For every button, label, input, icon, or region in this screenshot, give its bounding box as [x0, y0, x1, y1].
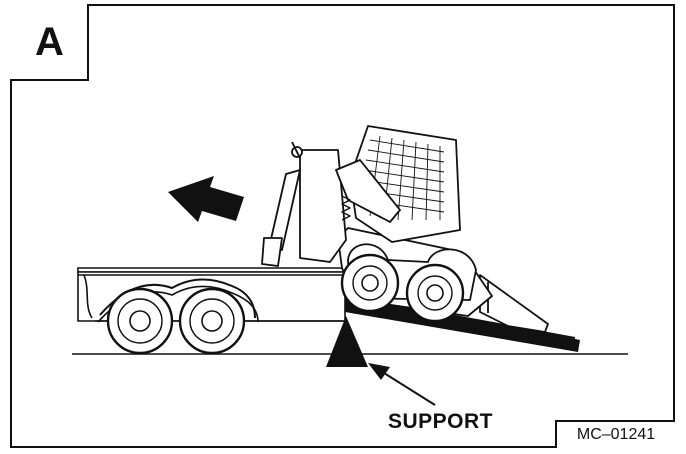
trailer-wheel-rear	[180, 289, 244, 353]
trailer-wheel-front	[108, 289, 172, 353]
loader-wheel-front	[342, 255, 398, 311]
panel-label-box: A	[10, 4, 89, 81]
panel-label: A	[10, 4, 89, 81]
support-callout-arrow	[368, 363, 435, 405]
figure-code: MC–01241	[557, 422, 675, 448]
figure-code-box: MC–01241	[555, 420, 675, 448]
loader-wheel-rear	[407, 265, 463, 321]
support-callout-label: SUPPORT	[388, 410, 493, 434]
direction-arrow	[168, 176, 244, 222]
support-block	[326, 316, 368, 367]
